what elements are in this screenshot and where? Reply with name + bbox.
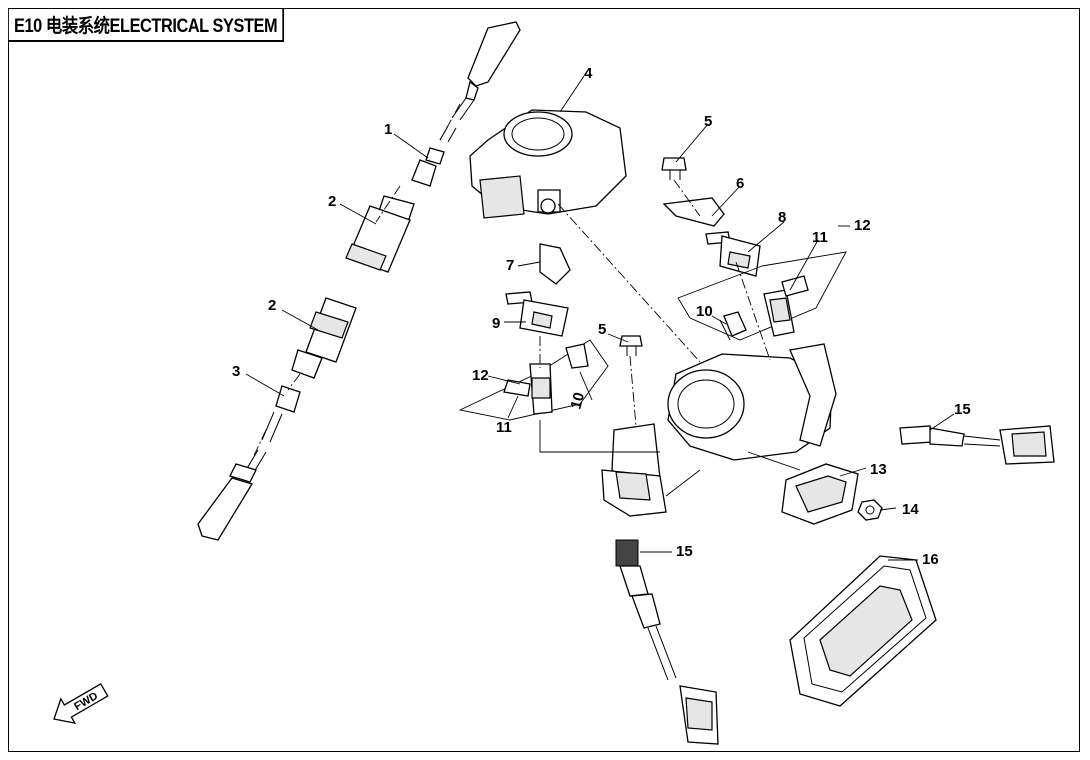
page-title: E10 电装系统ELECTRICAL SYSTEM bbox=[8, 8, 285, 42]
pressure-sensor-right bbox=[705, 231, 761, 277]
bolt-middle bbox=[619, 335, 643, 356]
callout-9: 9 bbox=[492, 315, 500, 332]
throttle-body bbox=[469, 109, 627, 219]
callout-2-upper: 2 bbox=[328, 193, 336, 210]
callout-12-left: 12 bbox=[472, 367, 489, 384]
map-sensor bbox=[781, 463, 859, 525]
callout-1: 1 bbox=[384, 121, 392, 138]
callout-8: 8 bbox=[778, 209, 786, 226]
injector-assembly-left bbox=[458, 339, 609, 421]
fwd-arrow: FWD bbox=[53, 683, 109, 725]
callout-15-bottom: 15 bbox=[676, 543, 693, 560]
callout-5-middle: 5 bbox=[598, 321, 606, 338]
callout-12-right: 12 bbox=[854, 217, 871, 234]
callout-6: 6 bbox=[736, 175, 744, 192]
callout-11-left: 11 bbox=[496, 419, 512, 436]
callout-10-left: 10 bbox=[567, 391, 588, 412]
callout-numbers: 1 2 2 3 4 5 5 6 7 8 9 10 10 11 11 12 12 … bbox=[232, 65, 971, 568]
clamp bbox=[539, 243, 571, 285]
injector-assembly-right bbox=[677, 251, 847, 341]
drawing-frame bbox=[8, 8, 1080, 752]
callout-16: 16 bbox=[922, 551, 939, 568]
leader-lines bbox=[245, 75, 955, 561]
assembly-lines bbox=[249, 103, 801, 497]
callout-11-right: 11 bbox=[812, 229, 828, 246]
connector-lower bbox=[275, 297, 357, 413]
pressure-sensor-left bbox=[505, 291, 569, 337]
bracket bbox=[662, 197, 725, 227]
callout-13: 13 bbox=[870, 461, 887, 478]
callout-7: 7 bbox=[506, 257, 514, 274]
lower-harness-cable bbox=[197, 411, 283, 541]
intake-manifold bbox=[601, 343, 837, 517]
callout-15-right: 15 bbox=[954, 401, 971, 418]
callout-4: 4 bbox=[584, 65, 593, 82]
callout-2-lower: 2 bbox=[268, 297, 276, 314]
callout-10-right: 10 bbox=[696, 303, 713, 320]
fwd-label: FWD bbox=[72, 690, 100, 713]
callout-5-upper: 5 bbox=[704, 113, 712, 130]
oxygen-sensor-bottom bbox=[615, 539, 719, 745]
nut bbox=[857, 499, 883, 521]
ecu bbox=[789, 555, 937, 707]
callout-14: 14 bbox=[902, 501, 919, 518]
upper-harness-cable bbox=[411, 21, 521, 187]
callout-3: 3 bbox=[232, 363, 240, 380]
bolt-upper bbox=[661, 157, 687, 180]
connector-upper bbox=[345, 195, 415, 273]
oxygen-sensor-right bbox=[899, 425, 1055, 465]
